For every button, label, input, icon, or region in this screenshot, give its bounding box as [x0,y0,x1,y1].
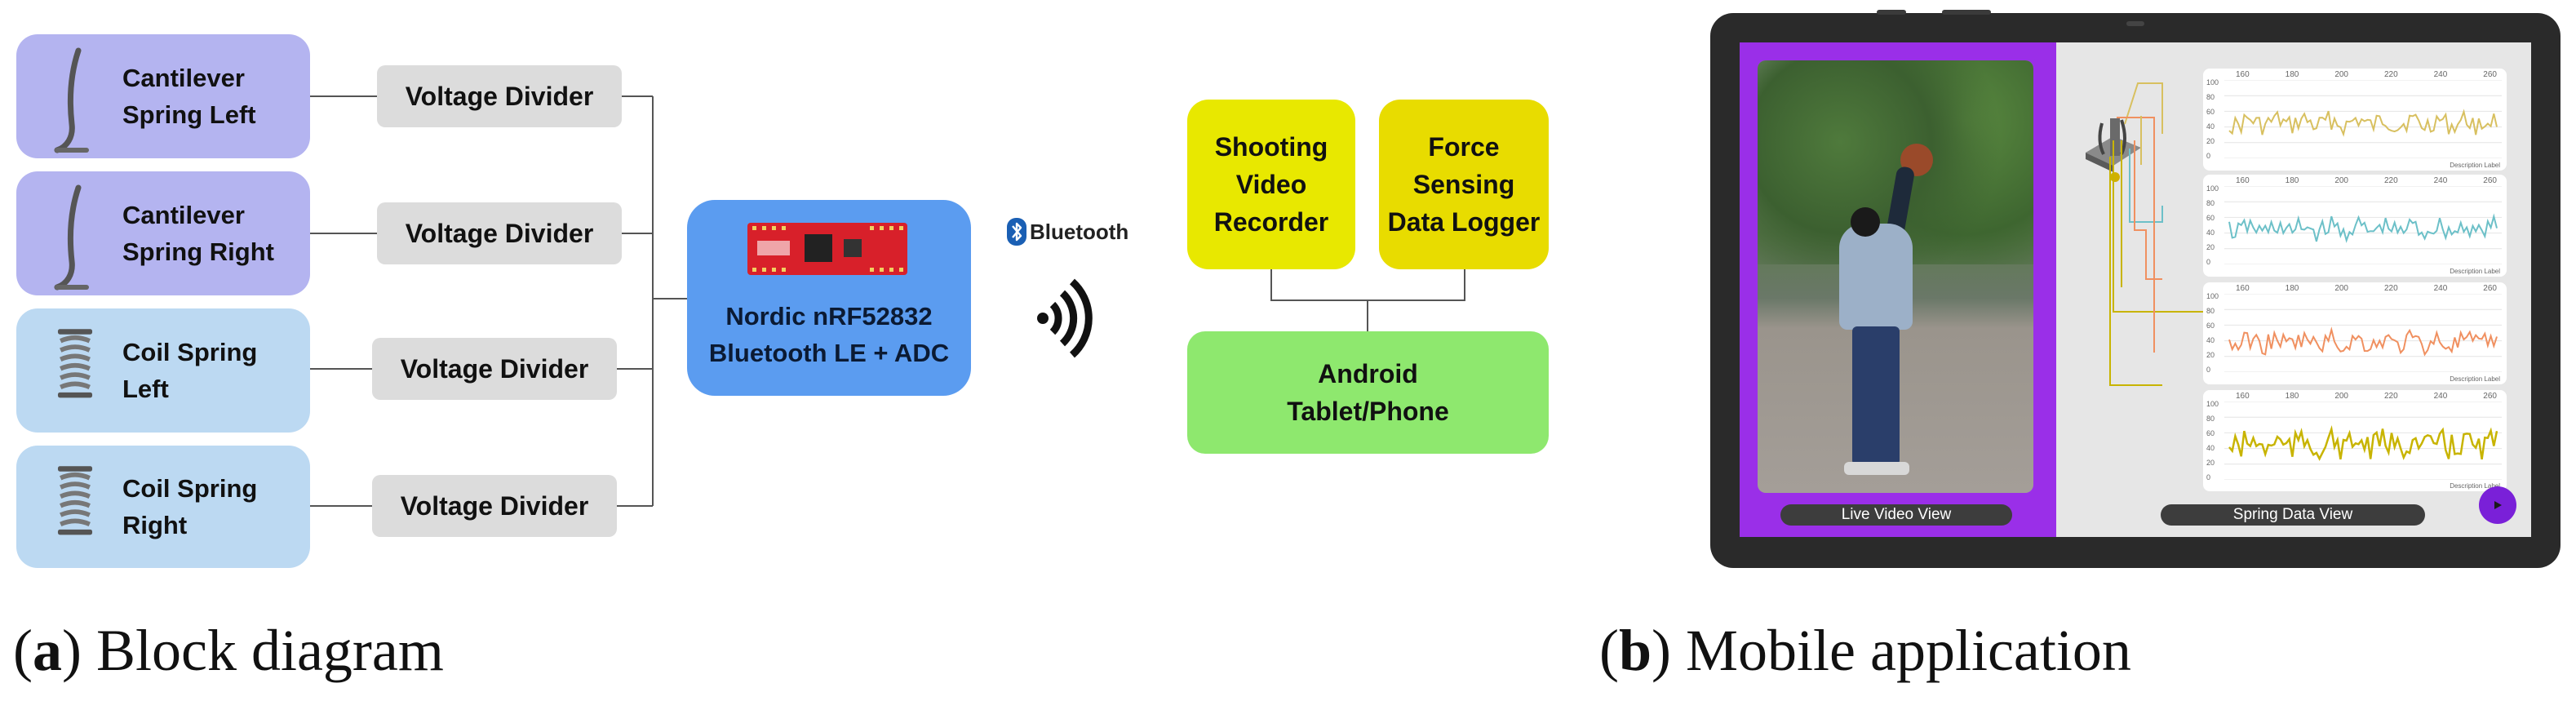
caption-b: (b) Mobile application [1599,618,2131,683]
cantilever-spring-icon [54,47,89,153]
chart-footer-label: Description Label [2450,482,2500,490]
sensor-label: Cantilever Spring Left [122,64,256,129]
sensor-coil-left: Coil Spring Left [16,308,310,433]
voltage-divider-4: Voltage Divider [372,475,617,537]
force-sensing-logger-block: Force Sensing Data Logger [1379,100,1549,269]
cantilever-spring-icon [54,184,89,291]
caption-a: (a) Block diagram [13,618,444,683]
spring-trace-4 [2224,402,2502,480]
shooting-video-recorder-block: Shooting Video Recorder [1187,100,1355,269]
bluetooth-logo: Bluetooth [1007,217,1128,246]
mcu-block: Nordic nRF52832 Bluetooth LE + ADC [687,200,971,396]
player-figure [1815,165,1937,485]
sensor-label: Coil Spring Left [122,338,258,403]
player-torso [1839,224,1913,330]
spring-signal-line [2228,326,2498,357]
sensor-coil-right: Coil Spring Right [16,446,310,568]
connector-arrows [2109,82,2293,386]
sensor-cantilever-right: Cantilever Spring Right [16,171,310,295]
sensor-label: Coil Spring Right [122,474,258,539]
chart-footer-label: Description Label [2450,162,2500,169]
android-device-block: Android Tablet/Phone [1187,331,1549,454]
spring-data-view-label[interactable]: Spring Data View [2161,504,2425,526]
tablet-button-top-2 [1942,10,1991,15]
bluetooth-label: Bluetooth [1030,219,1129,244]
player-head [1851,207,1880,237]
chart-footer-label: Description Label [2450,268,2500,275]
coil-spring-icon [57,466,93,535]
circuit-board-icon [747,223,907,275]
play-icon [2494,501,2502,509]
chart-footer-label: Description Label [2450,375,2500,383]
spring-signal-line [2228,424,2498,461]
spring-trace-1 [2224,80,2502,158]
play-button[interactable] [2479,486,2516,524]
spring-trace-3 [2224,294,2502,372]
voltage-divider-1: Voltage Divider [377,65,622,127]
mcu-label: Nordic nRF52832 Bluetooth LE + ADC [708,302,950,367]
voltage-divider-3: Voltage Divider [372,338,617,400]
spring-signal-line [2228,213,2498,243]
live-video-feed [1758,60,2033,493]
player-legs [1852,326,1900,465]
live-video-view-label[interactable]: Live Video View [1780,504,2012,526]
tablet-button-top [1877,10,1906,15]
tablet-camera [2126,21,2144,26]
wireless-signal-icon [1037,278,1093,358]
spring-trace-2 [2224,186,2502,264]
voltage-divider-2: Voltage Divider [377,202,622,264]
coil-spring-icon [57,329,93,398]
spring-signal-line [2228,109,2498,137]
sensor-cantilever-left: Cantilever Spring Left [16,34,310,158]
player-shoes [1844,462,1909,475]
bluetooth-icon [1007,218,1026,246]
live-video-panel: Live Video View [1740,42,2056,537]
sensor-label: Cantilever Spring Right [122,201,274,266]
